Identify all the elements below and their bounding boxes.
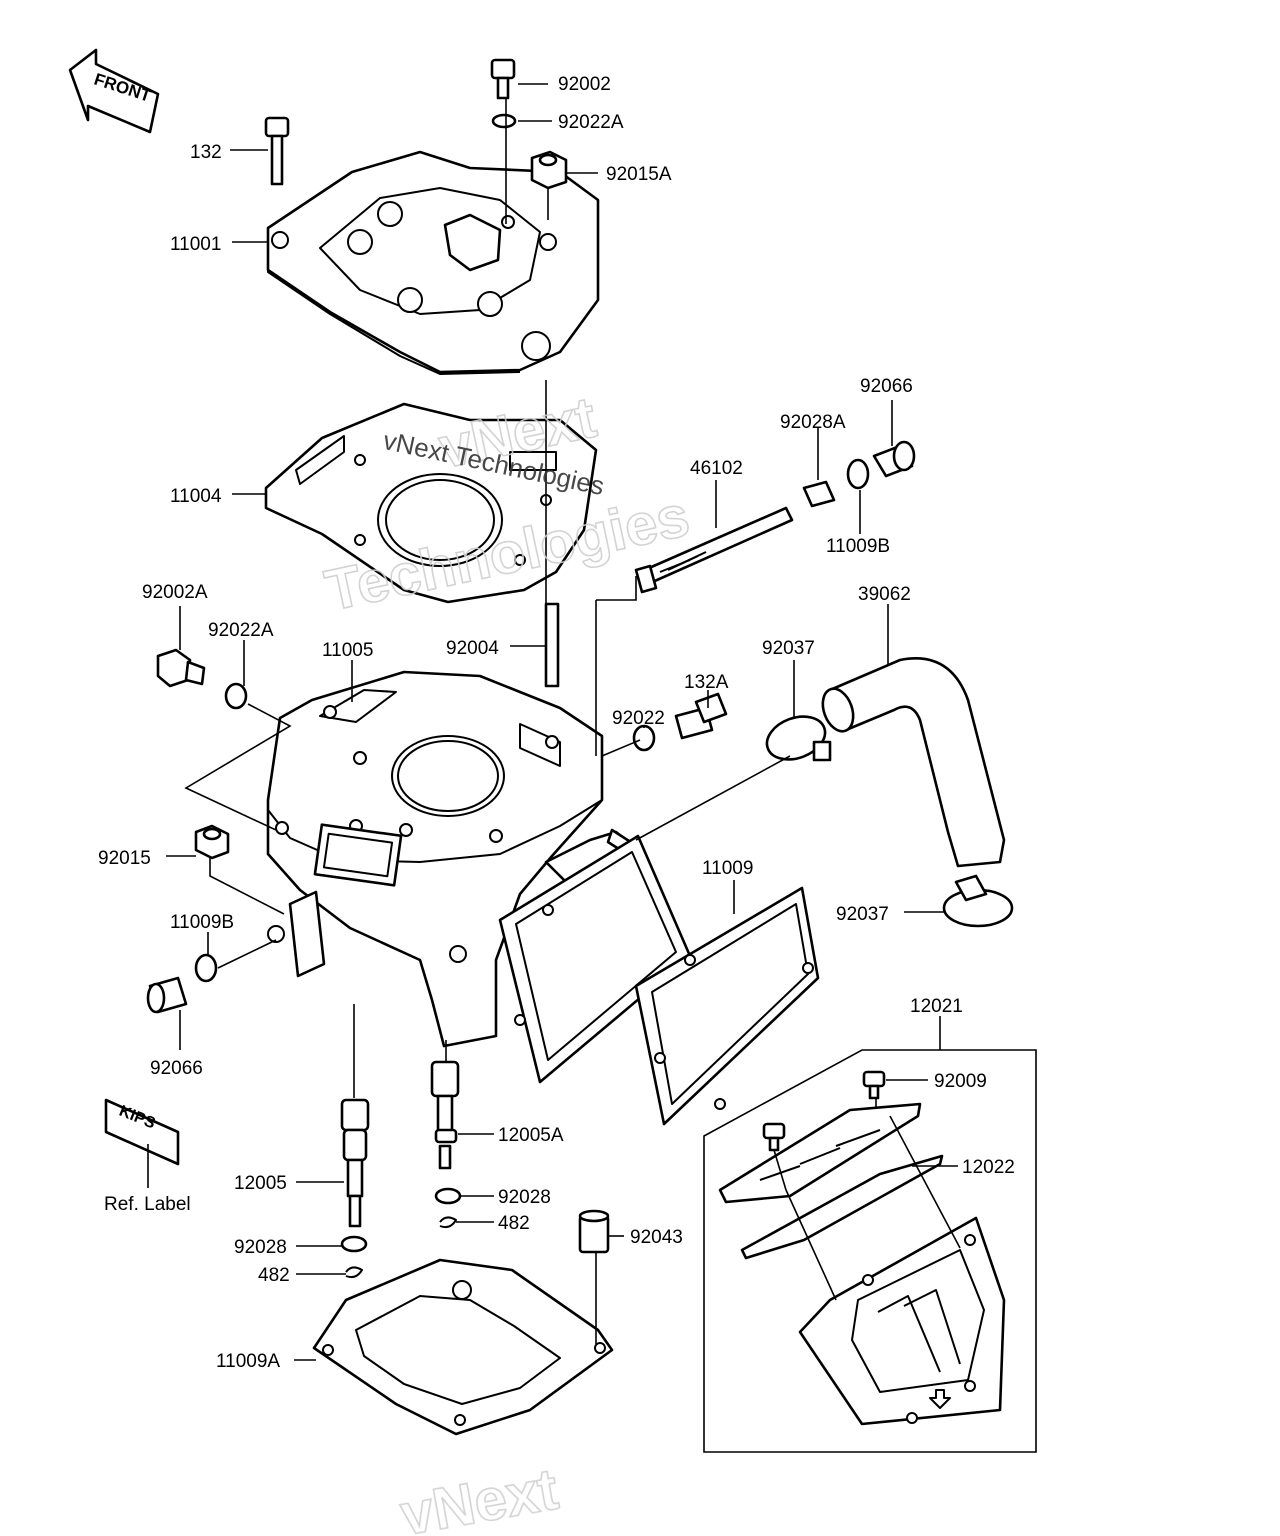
label-482-left: 482 — [258, 1265, 290, 1286]
leader-lines — [147, 83, 961, 1361]
label-92022: 92022 — [612, 708, 665, 729]
ref-label: Ref. Label — [104, 1194, 191, 1215]
clamp-92037-right — [942, 874, 1014, 928]
washer-92022 — [632, 724, 656, 752]
label-12022: 12022 — [962, 1157, 1015, 1178]
dowel-92043 — [578, 1209, 610, 1254]
label-92028-right: 92028 — [498, 1187, 551, 1208]
bolt-92002 — [490, 58, 516, 100]
gasket-11009 — [498, 834, 820, 1126]
sensor-46102 — [634, 506, 794, 594]
stud-92004 — [544, 602, 560, 688]
label-92028a: 92028A — [780, 412, 846, 433]
label-12021: 12021 — [910, 996, 963, 1017]
clamp-92037-top — [765, 715, 832, 762]
label-92015: 92015 — [98, 848, 151, 869]
valve-12005 — [340, 1098, 370, 1228]
label-11009b-top: 11009B — [826, 536, 890, 557]
label-92002: 92002 — [558, 74, 611, 95]
label-92022a-left: 92022A — [208, 620, 274, 641]
label-92015a: 92015A — [606, 164, 672, 185]
front-arrow-icon: FRONT — [68, 48, 160, 134]
plug-92066-left — [146, 976, 188, 1014]
bolt-132a — [674, 692, 728, 740]
reed-block — [798, 1216, 1006, 1426]
head-gasket-11004 — [264, 402, 598, 604]
clip-482-left — [345, 1266, 363, 1279]
label-92037-top: 92037 — [762, 638, 815, 659]
label-39062: 39062 — [858, 584, 911, 605]
label-12005a: 12005A — [498, 1125, 564, 1146]
label-482-right: 482 — [498, 1213, 530, 1234]
label-92037-right: 92037 — [836, 904, 889, 925]
part-labels: 92002 92022A 92015A 132 11001 92066 9202… — [98, 74, 1015, 1372]
clip-482-right — [439, 1216, 457, 1229]
nut-92015a — [530, 150, 568, 190]
washer-92028-right — [434, 1187, 462, 1205]
label-92066-left: 92066 — [150, 1058, 203, 1079]
washer-92028a — [802, 480, 836, 508]
label-11009: 11009 — [702, 858, 753, 879]
label-11004: 11004 — [170, 486, 222, 507]
label-11009a: 11009A — [216, 1351, 280, 1372]
label-11009b-left: 11009B — [170, 912, 234, 933]
label-12005: 12005 — [234, 1173, 287, 1194]
valve-12005a — [430, 1060, 460, 1170]
reed-stopper-12022 — [718, 1102, 944, 1260]
label-132: 132 — [190, 142, 222, 163]
cylinder-head-11001 — [266, 150, 600, 375]
nut-92015 — [194, 824, 230, 860]
washer-11009b-top — [846, 458, 870, 490]
label-11005: 11005 — [322, 640, 373, 661]
label-92022a-top: 92022A — [558, 112, 624, 133]
label-46102: 46102 — [690, 458, 743, 479]
washer-92022a-left — [224, 682, 248, 710]
plug-92066-top — [872, 440, 916, 478]
screw-92009 — [762, 1070, 886, 1152]
watermark-line1-bottom: vNext — [396, 1457, 563, 1536]
label-92028-left: 92028 — [234, 1237, 287, 1258]
label-92043: 92043 — [630, 1227, 683, 1248]
label-132a: 132A — [684, 672, 729, 693]
bolt-132 — [264, 116, 290, 186]
base-gasket-11009a — [312, 1258, 614, 1436]
washer-11009b-left — [194, 953, 218, 983]
label-92009: 92009 — [934, 1071, 987, 1092]
plug-92002a — [156, 648, 206, 688]
label-92004: 92004 — [446, 638, 499, 659]
reed-valve-box-12021 — [703, 1049, 1037, 1453]
washer-92022a-top — [491, 113, 517, 129]
hose-39062 — [821, 657, 1006, 868]
label-92002a: 92002A — [142, 582, 208, 603]
washer-92028-left — [340, 1235, 368, 1253]
kips-ref-label-icon: KIPS — [104, 1098, 180, 1166]
label-92066-top: 92066 — [860, 376, 913, 397]
label-11001: 11001 — [170, 234, 221, 255]
